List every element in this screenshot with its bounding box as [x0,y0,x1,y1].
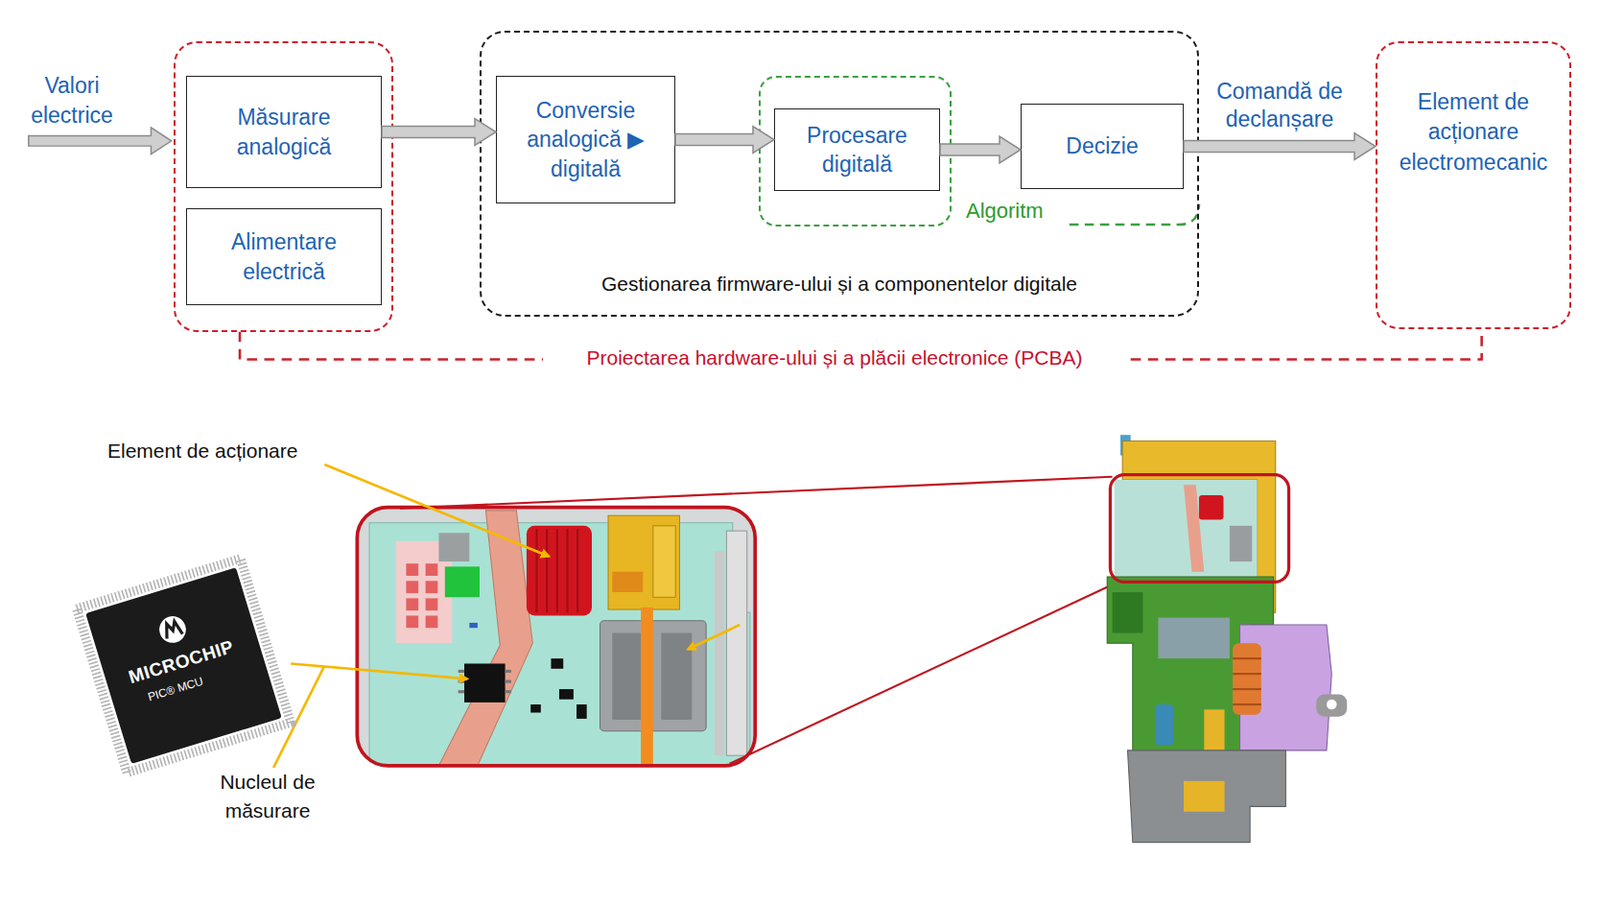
smd-part [469,622,478,628]
node-text: Element de acționare electromecanic [1377,87,1570,178]
input-arrow [28,127,172,155]
leader-line [290,662,468,679]
actuator-group: Element de acționare electromecanic [1375,41,1572,330]
edge-label: Comandă de declanșare [1193,77,1366,136]
smd-part [550,658,564,669]
algorithm-group: AlgoritmProcesare digitală [758,75,952,227]
pad [425,563,439,576]
device-part [1112,591,1144,634]
yellow-part [653,525,676,597]
flow-arrow [940,136,1021,164]
spring-coil [1232,703,1262,706]
chip-pin [505,679,512,683]
chip-pins [76,558,291,773]
node-text: Măsurare analogică [192,102,376,162]
pad [405,614,419,628]
smd-part [559,688,574,700]
hardware-group: Măsurare analogicăAlimentare electrică [173,41,394,332]
decision-box: Decizie [1020,103,1184,189]
leader-line [687,624,740,650]
flow-arrow [381,118,496,146]
chip-pin [505,669,512,673]
pad [405,597,419,611]
leader-line [324,464,549,557]
bracket-line [239,331,543,360]
node-text: Conversie analogică ▶ digitală [502,95,669,184]
zoom-frame [1109,474,1289,583]
firmware-group: Gestionarea firmware-ului și a component… [479,30,1200,317]
device-spring [1232,642,1262,714]
chip-pin [458,689,465,693]
current-sensor [600,620,707,731]
trip-coil [526,525,592,616]
smd-part [576,704,588,719]
device-sensor [1229,525,1252,562]
pad [425,597,439,611]
side-rail [714,550,726,755]
orange-part [611,571,643,592]
green-component [445,565,480,597]
pad [405,563,419,576]
copper-strip [438,510,533,766]
bracket-label: Proiectarea hardware-ului și a plăcii el… [546,346,1123,370]
coil-rib [556,528,559,612]
input-label: Valori electrice [14,70,130,131]
node-text: Algoritm [965,198,1044,224]
pad [405,580,419,593]
device-pivot [1326,699,1338,710]
device-base [1127,750,1286,843]
spring-coil [1232,687,1262,690]
node-text: Decizie [1065,131,1138,161]
coil-rib [565,528,568,612]
zoom-line [400,476,1113,509]
algorithm-line [1069,204,1200,225]
device-capacitor [1154,704,1174,746]
inset-frame [356,507,755,766]
pcb-board [369,522,751,766]
leader-line [273,665,325,768]
bracket-line [1130,329,1483,360]
node-text: Gestionarea firmware-ului și a component… [481,272,1198,296]
coil-rib [576,528,579,612]
process-box: Măsurare analogică [186,75,382,189]
sensor-part [660,633,692,720]
mcu-chip [464,662,506,702]
node-text: Procesare digitală [780,120,934,180]
coil-rib [535,528,538,612]
pad [425,614,439,628]
sensor-part [611,633,643,720]
chip-body [85,566,283,764]
device-lever [1316,693,1347,716]
zoom-line [729,580,1121,763]
side-rail [726,530,747,755]
chip-logo [156,612,190,647]
coil-rib [545,528,548,612]
device-terminal [1183,780,1225,812]
device-board [1114,479,1258,577]
process-box: Procesare digitală [774,108,941,191]
chip-logo-mark [163,619,184,638]
spring-coil [1232,672,1262,675]
callout-label: Element de acționare [107,439,298,463]
callout-label: Nucleul de măsurare [205,767,330,826]
gray-component [438,532,470,562]
chip-pin [458,679,465,683]
pad [425,580,439,593]
orange-rod [640,607,654,766]
device-coil [1199,494,1224,520]
spring-coil [1232,657,1262,659]
device-part [1203,708,1224,751]
chip-pin [458,669,465,673]
smd-part [530,704,542,713]
process-box: Conversie analogică ▶ digitală [495,75,676,204]
flow-arrow [675,126,775,154]
flow-arrow [1183,133,1376,161]
yellow-housing [608,515,680,610]
node-text: Alimentare electrică [192,227,376,286]
device-part [1157,617,1229,659]
chip-pin [505,689,512,693]
process-box: Alimentare electrică [186,208,382,306]
inset-background [356,507,755,766]
